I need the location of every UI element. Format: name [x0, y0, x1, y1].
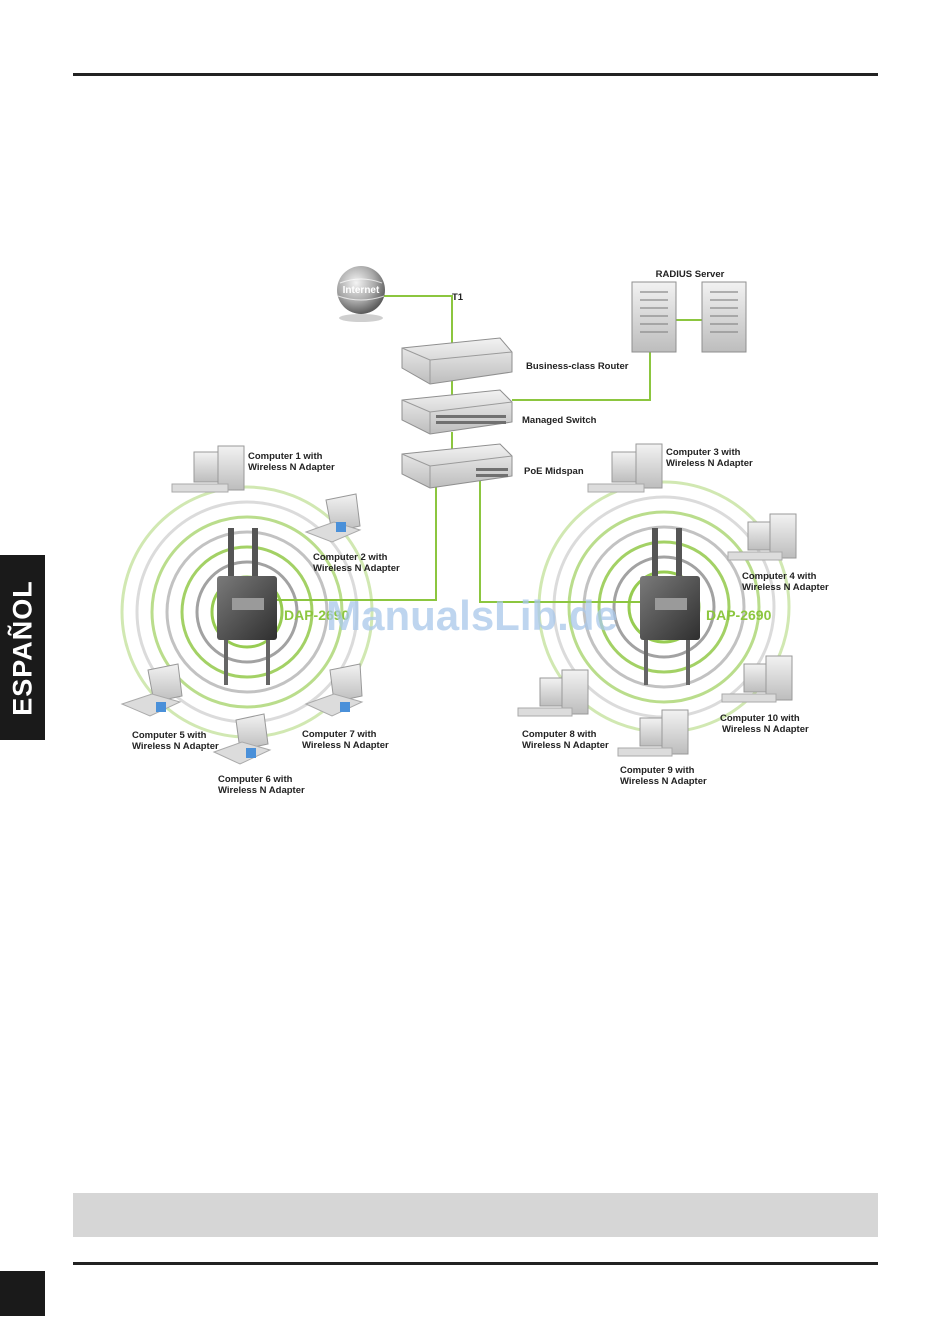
desktop-computer-icon: [171, 445, 245, 493]
computer-1-label: Computer 1 with: [248, 451, 323, 462]
laptop-computer-icon: [304, 663, 364, 717]
internet-globe-icon: [337, 266, 385, 322]
desktop-computer-icon: [721, 655, 793, 703]
computer-4-adapter: Wireless N Adapter: [742, 582, 829, 593]
computer-6-adapter: Wireless N Adapter: [218, 785, 305, 796]
note-bar: [73, 1193, 878, 1237]
computer-8-label: Computer 8 with: [522, 729, 597, 740]
radius-server-icon: [631, 281, 747, 353]
laptop-computer-icon: [120, 663, 183, 717]
computer-7-label: Computer 7 with: [302, 729, 377, 740]
managed-switch-label: Managed Switch: [522, 415, 597, 426]
computer-9-label: Computer 9 with: [620, 765, 695, 776]
computer-6-label: Computer 6 with: [218, 774, 293, 785]
managed-switch-icon: [401, 389, 513, 435]
computer-8-adapter: Wireless N Adapter: [522, 740, 609, 751]
desktop-computer-icon: [587, 443, 663, 493]
computer-4-label: Computer 4 with: [742, 571, 817, 582]
computer-1-adapter: Wireless N Adapter: [248, 462, 335, 473]
computer-5-adapter: Wireless N Adapter: [132, 741, 219, 752]
laptop-computer-icon: [212, 713, 272, 765]
language-tab: ESPAÑOL: [0, 555, 45, 740]
router-label: Business-class Router: [526, 361, 629, 372]
poe-midspan-icon: [401, 443, 513, 489]
computer-3-label: Computer 3 with: [666, 447, 741, 458]
network-cables: [275, 295, 702, 603]
router-icon: [401, 337, 513, 385]
computer-9-adapter: Wireless N Adapter: [620, 776, 707, 787]
access-point-left-icon: [217, 528, 277, 685]
computer-2-adapter: Wireless N Adapter: [313, 563, 400, 574]
computer-10-label: Computer 10 with: [720, 713, 800, 724]
watermark-text: ManualsLib.de: [326, 592, 618, 639]
computer-7-adapter: Wireless N Adapter: [302, 740, 389, 751]
computer-10-adapter: Wireless N Adapter: [722, 724, 809, 735]
t1-label: T1: [452, 292, 464, 303]
desktop-computer-icon: [617, 709, 689, 757]
access-point-right-icon: [640, 528, 700, 685]
internet-label: Internet: [343, 285, 380, 296]
computer-5-label: Computer 5 with: [132, 730, 207, 741]
bottom-rule: [73, 1262, 878, 1265]
desktop-computer-icon: [727, 513, 797, 561]
ap-right-label: DAP-2690: [706, 607, 772, 623]
page-number-box: [0, 1271, 45, 1316]
computer-2-label: Computer 2 with: [313, 552, 388, 563]
laptop-computer-icon: [304, 493, 362, 543]
poe-midspan-label: PoE Midspan: [524, 466, 584, 477]
top-rule: [73, 73, 878, 76]
ap-left-label: DAP-2690: [284, 607, 350, 623]
radius-server-label: RADIUS Server: [656, 269, 725, 280]
computer-3-adapter: Wireless N Adapter: [666, 458, 753, 469]
desktop-computer-icon: [517, 669, 589, 717]
